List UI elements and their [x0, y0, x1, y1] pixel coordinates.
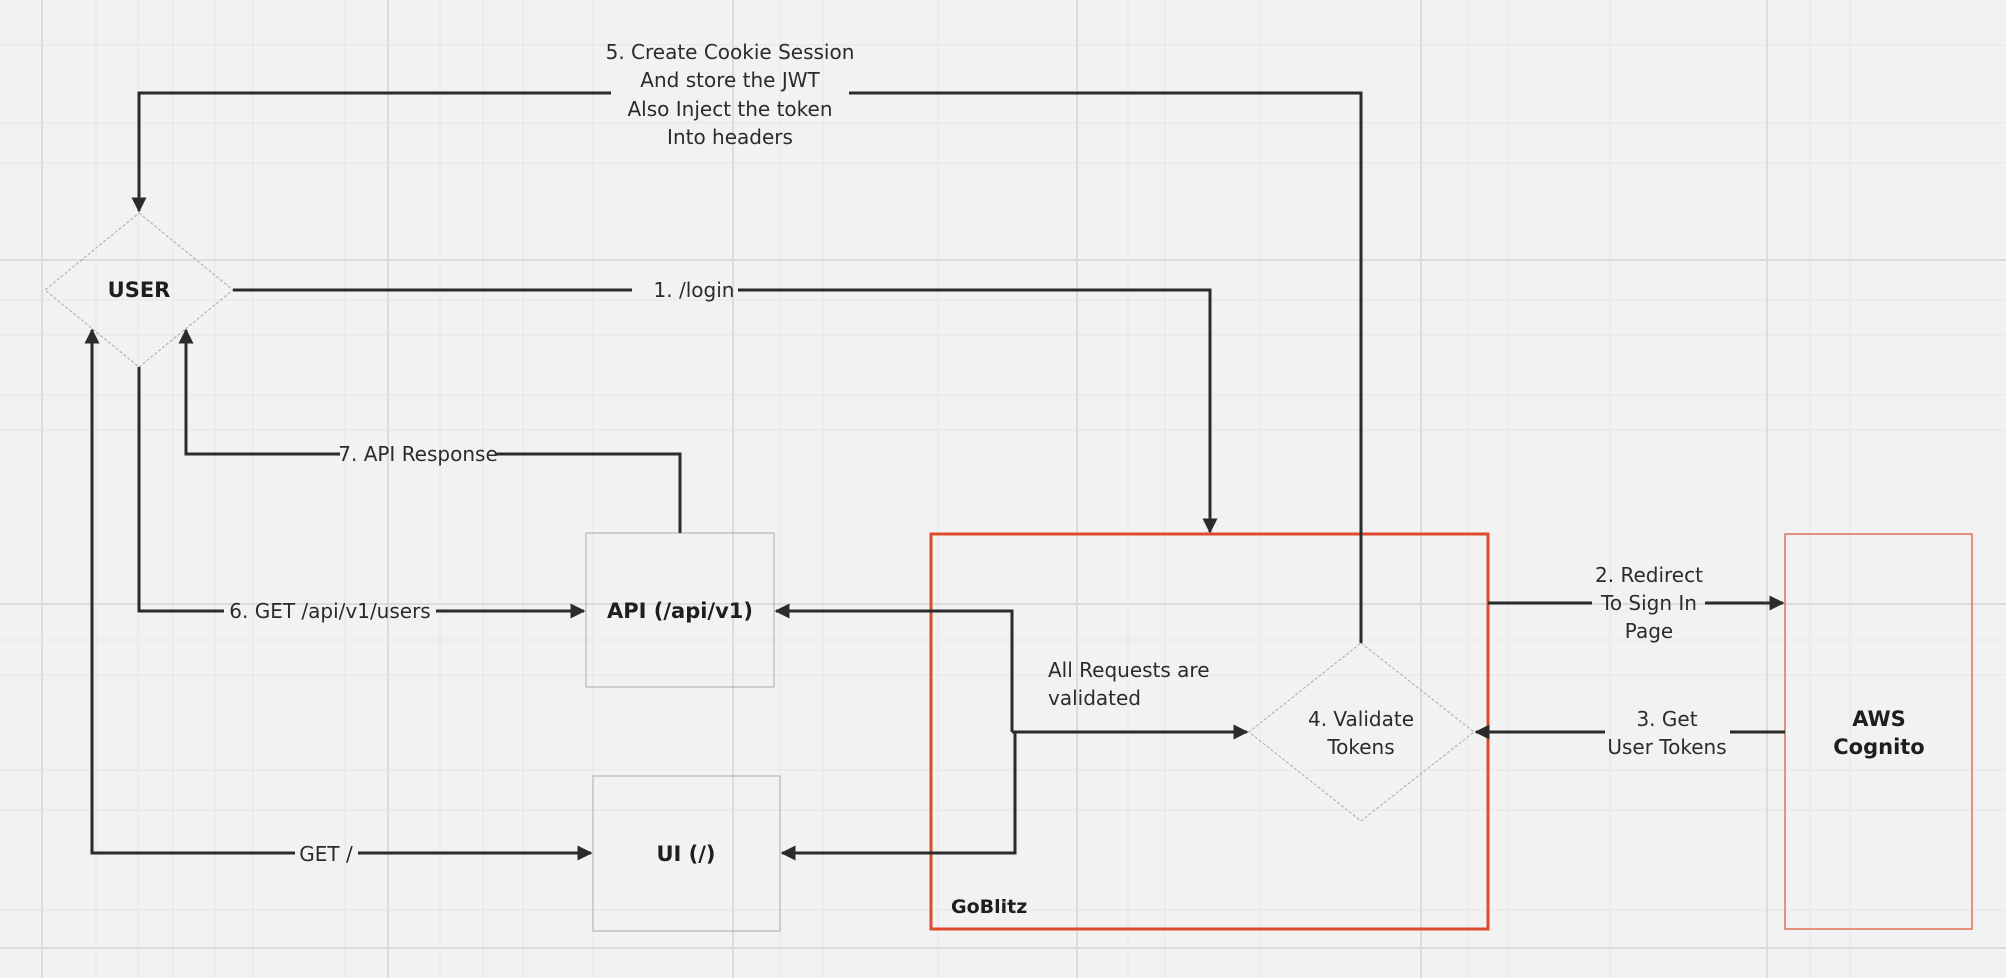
edge-to-api[interactable]: [774, 603, 1014, 732]
edge-cookie-session-label-line1: 5. Create Cookie Session: [606, 40, 855, 64]
edge-to-ui[interactable]: [780, 732, 1017, 861]
edge-login-cont[interactable]: [738, 288, 1218, 534]
edge-redirect-label-line1: 2. Redirect: [1595, 563, 1703, 587]
validate-tokens-label-line1: 4. Validate: [1308, 707, 1414, 731]
ui-node[interactable]: [592, 775, 781, 932]
validate-tokens-label-line2: Tokens: [1326, 735, 1394, 759]
all-requests-note-line2: validated: [1048, 686, 1141, 710]
edge-api-response-label: 7. API Response: [338, 442, 498, 466]
edge-login-label: 1. /login: [654, 278, 735, 302]
user-label: USER: [108, 278, 171, 302]
edge-cookie-session-label-line2: And store the JWT: [640, 68, 820, 92]
api-label: API (/api/v1): [607, 599, 753, 623]
edge-api-response[interactable]: [496, 452, 682, 533]
edge-get-tokens-label-line1: 3. Get: [1636, 707, 1697, 731]
aws-cognito-label-line2: Cognito: [1833, 735, 1925, 759]
goblitz-frame-label: GoBlitz: [951, 896, 1027, 918]
edge-get-users-label: 6. GET /api/v1/users: [229, 599, 430, 623]
edge-get-root-label: GET /: [299, 842, 353, 866]
edge-redirect-label-line2: To Sign In: [1600, 591, 1697, 615]
edge-get-tokens-label-line2: User Tokens: [1607, 735, 1726, 759]
edge-get-users[interactable]: [137, 367, 224, 613]
ui-label: UI (/): [656, 842, 715, 866]
edge-cookie-session-cont[interactable]: [131, 91, 611, 213]
aws-cognito-node[interactable]: [1784, 533, 1973, 930]
edge-api-response-cont[interactable]: [178, 328, 340, 456]
edge-cookie-session-label-line4: Into headers: [667, 125, 793, 149]
edge-get-root[interactable]: [84, 328, 295, 855]
aws-cognito-label-line1: AWS: [1852, 707, 1906, 731]
user-node[interactable]: [44, 212, 234, 368]
validate-tokens-node[interactable]: [1248, 642, 1475, 822]
edge-redirect-label-line3: Page: [1625, 619, 1673, 643]
edge-cookie-session-label-line3: Also Inject the token: [628, 97, 833, 121]
edge-cookie-session[interactable]: [849, 91, 1363, 643]
all-requests-note-line1: All Requests are: [1048, 658, 1210, 682]
